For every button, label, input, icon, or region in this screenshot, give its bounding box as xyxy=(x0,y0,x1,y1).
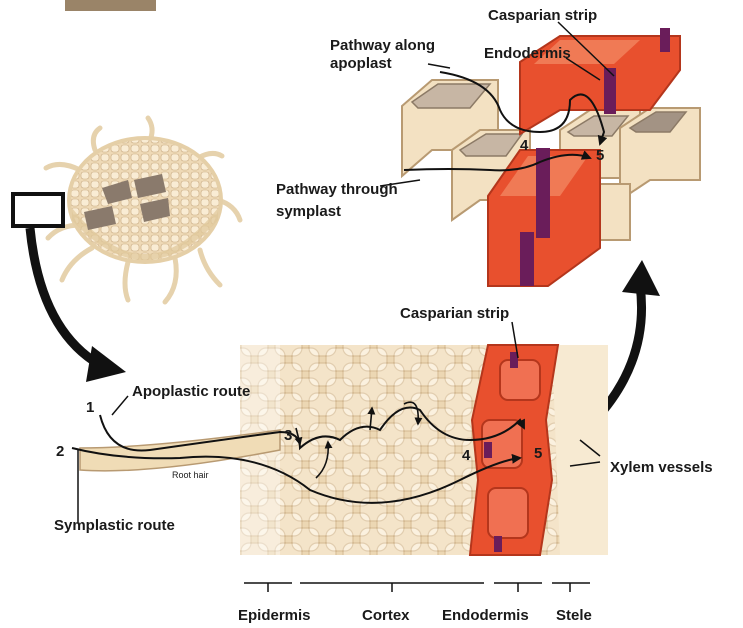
top-step-number-5: 5 xyxy=(596,147,604,164)
zoom-box xyxy=(13,194,63,226)
pathway-symplast-label: Pathway through symplast xyxy=(276,181,402,220)
region-endodermis: Endodermis xyxy=(442,607,529,624)
apoplastic-route-label: Apoplastic route xyxy=(132,383,250,400)
mid-casparian-strip-label: Casparian strip xyxy=(400,305,509,322)
top-step-number-4: 4 xyxy=(520,137,529,154)
step-number-3: 3 xyxy=(284,427,292,444)
region-cortex: Cortex xyxy=(362,607,410,624)
pathway-apoplast-label: Pathway along apoplast xyxy=(330,37,439,72)
corner-block xyxy=(65,0,156,11)
step-number-4: 4 xyxy=(462,447,471,464)
step-number-5: 5 xyxy=(534,445,542,462)
root-tissue-section xyxy=(240,345,608,555)
pathway-symplast-line-1: Pathway through xyxy=(276,181,398,198)
region-epidermis: Epidermis xyxy=(238,607,311,624)
region-brackets xyxy=(244,583,590,592)
pathway-apoplast-line-1: Pathway along xyxy=(330,37,435,54)
pathway-symplast-line-2: symplast xyxy=(276,203,341,220)
step-number-1: 1 xyxy=(86,399,94,416)
top-endodermis-label: Endodermis xyxy=(484,45,571,62)
symplastic-route-label: Symplastic route xyxy=(54,517,175,534)
step-number-2: 2 xyxy=(56,443,64,460)
top-casparian-strip-label: Casparian strip xyxy=(488,7,597,24)
pathway-apoplast-line-2: apoplast xyxy=(330,55,392,72)
root-hair-label: Root hair xyxy=(172,470,209,480)
root-cross-section xyxy=(13,118,240,302)
xylem-vessels-label: Xylem vessels xyxy=(610,459,713,476)
region-stele: Stele xyxy=(556,607,592,624)
